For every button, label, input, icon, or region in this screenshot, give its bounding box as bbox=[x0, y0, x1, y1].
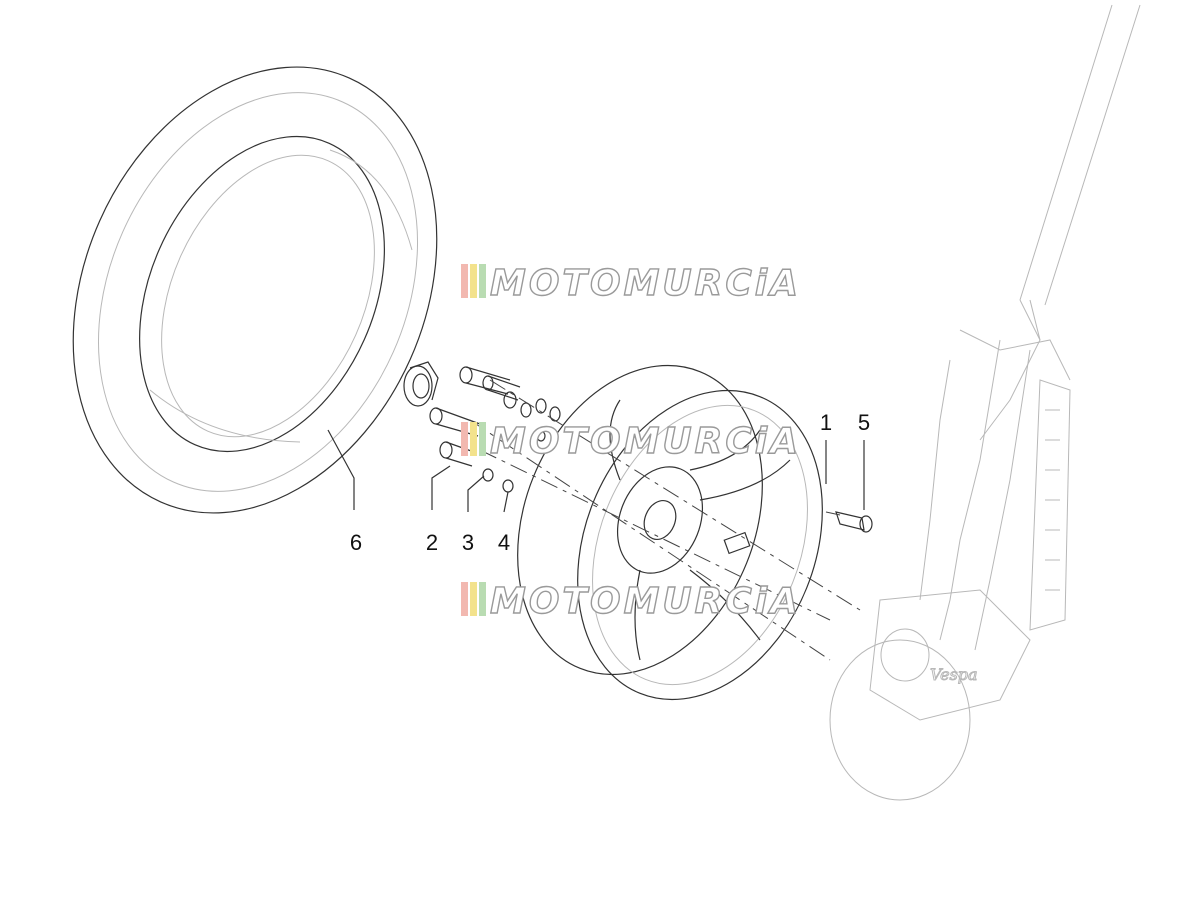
watermark-stripe bbox=[479, 422, 486, 456]
wheel-rim bbox=[517, 364, 823, 701]
axle-centerlines bbox=[469, 379, 861, 661]
watermark-stripe bbox=[461, 422, 468, 456]
callout-1: 1 bbox=[820, 410, 832, 435]
bolt bbox=[439, 441, 475, 467]
leader-lines bbox=[327, 429, 865, 513]
watermark-stripe bbox=[461, 264, 468, 298]
callout-numbers: 1 2 3 4 5 6 bbox=[350, 410, 870, 555]
watermark-text: MOTOMURCiA bbox=[490, 263, 801, 304]
watermark-text: MOTOMURCiA bbox=[490, 581, 801, 622]
valve bbox=[835, 511, 873, 533]
watermark-stripe bbox=[470, 582, 477, 616]
watermark-top: MOTOMURCiA bbox=[461, 262, 801, 305]
watermark-stripe bbox=[479, 264, 486, 298]
hub-logo-text: Vespa bbox=[930, 665, 978, 684]
watermark-text: MOTOMURCiA bbox=[490, 421, 801, 462]
watermark-middle: MOTOMURCiA bbox=[461, 420, 801, 463]
callout-3: 3 bbox=[462, 530, 474, 555]
washers bbox=[482, 391, 561, 493]
fork-assembly: Vespa bbox=[829, 4, 1141, 801]
callout-6: 6 bbox=[350, 530, 362, 555]
bearing-spacer bbox=[403, 361, 439, 407]
watermark-stripe bbox=[470, 264, 477, 298]
watermark-stripe bbox=[479, 582, 486, 616]
watermark-bottom: MOTOMURCiA bbox=[461, 580, 801, 623]
watermark-stripe bbox=[470, 422, 477, 456]
callout-4: 4 bbox=[498, 530, 510, 555]
callout-5: 5 bbox=[858, 410, 870, 435]
bolt bbox=[459, 366, 521, 401]
callout-2: 2 bbox=[426, 530, 438, 555]
watermark-stripe bbox=[461, 582, 468, 616]
tire bbox=[72, 66, 438, 514]
